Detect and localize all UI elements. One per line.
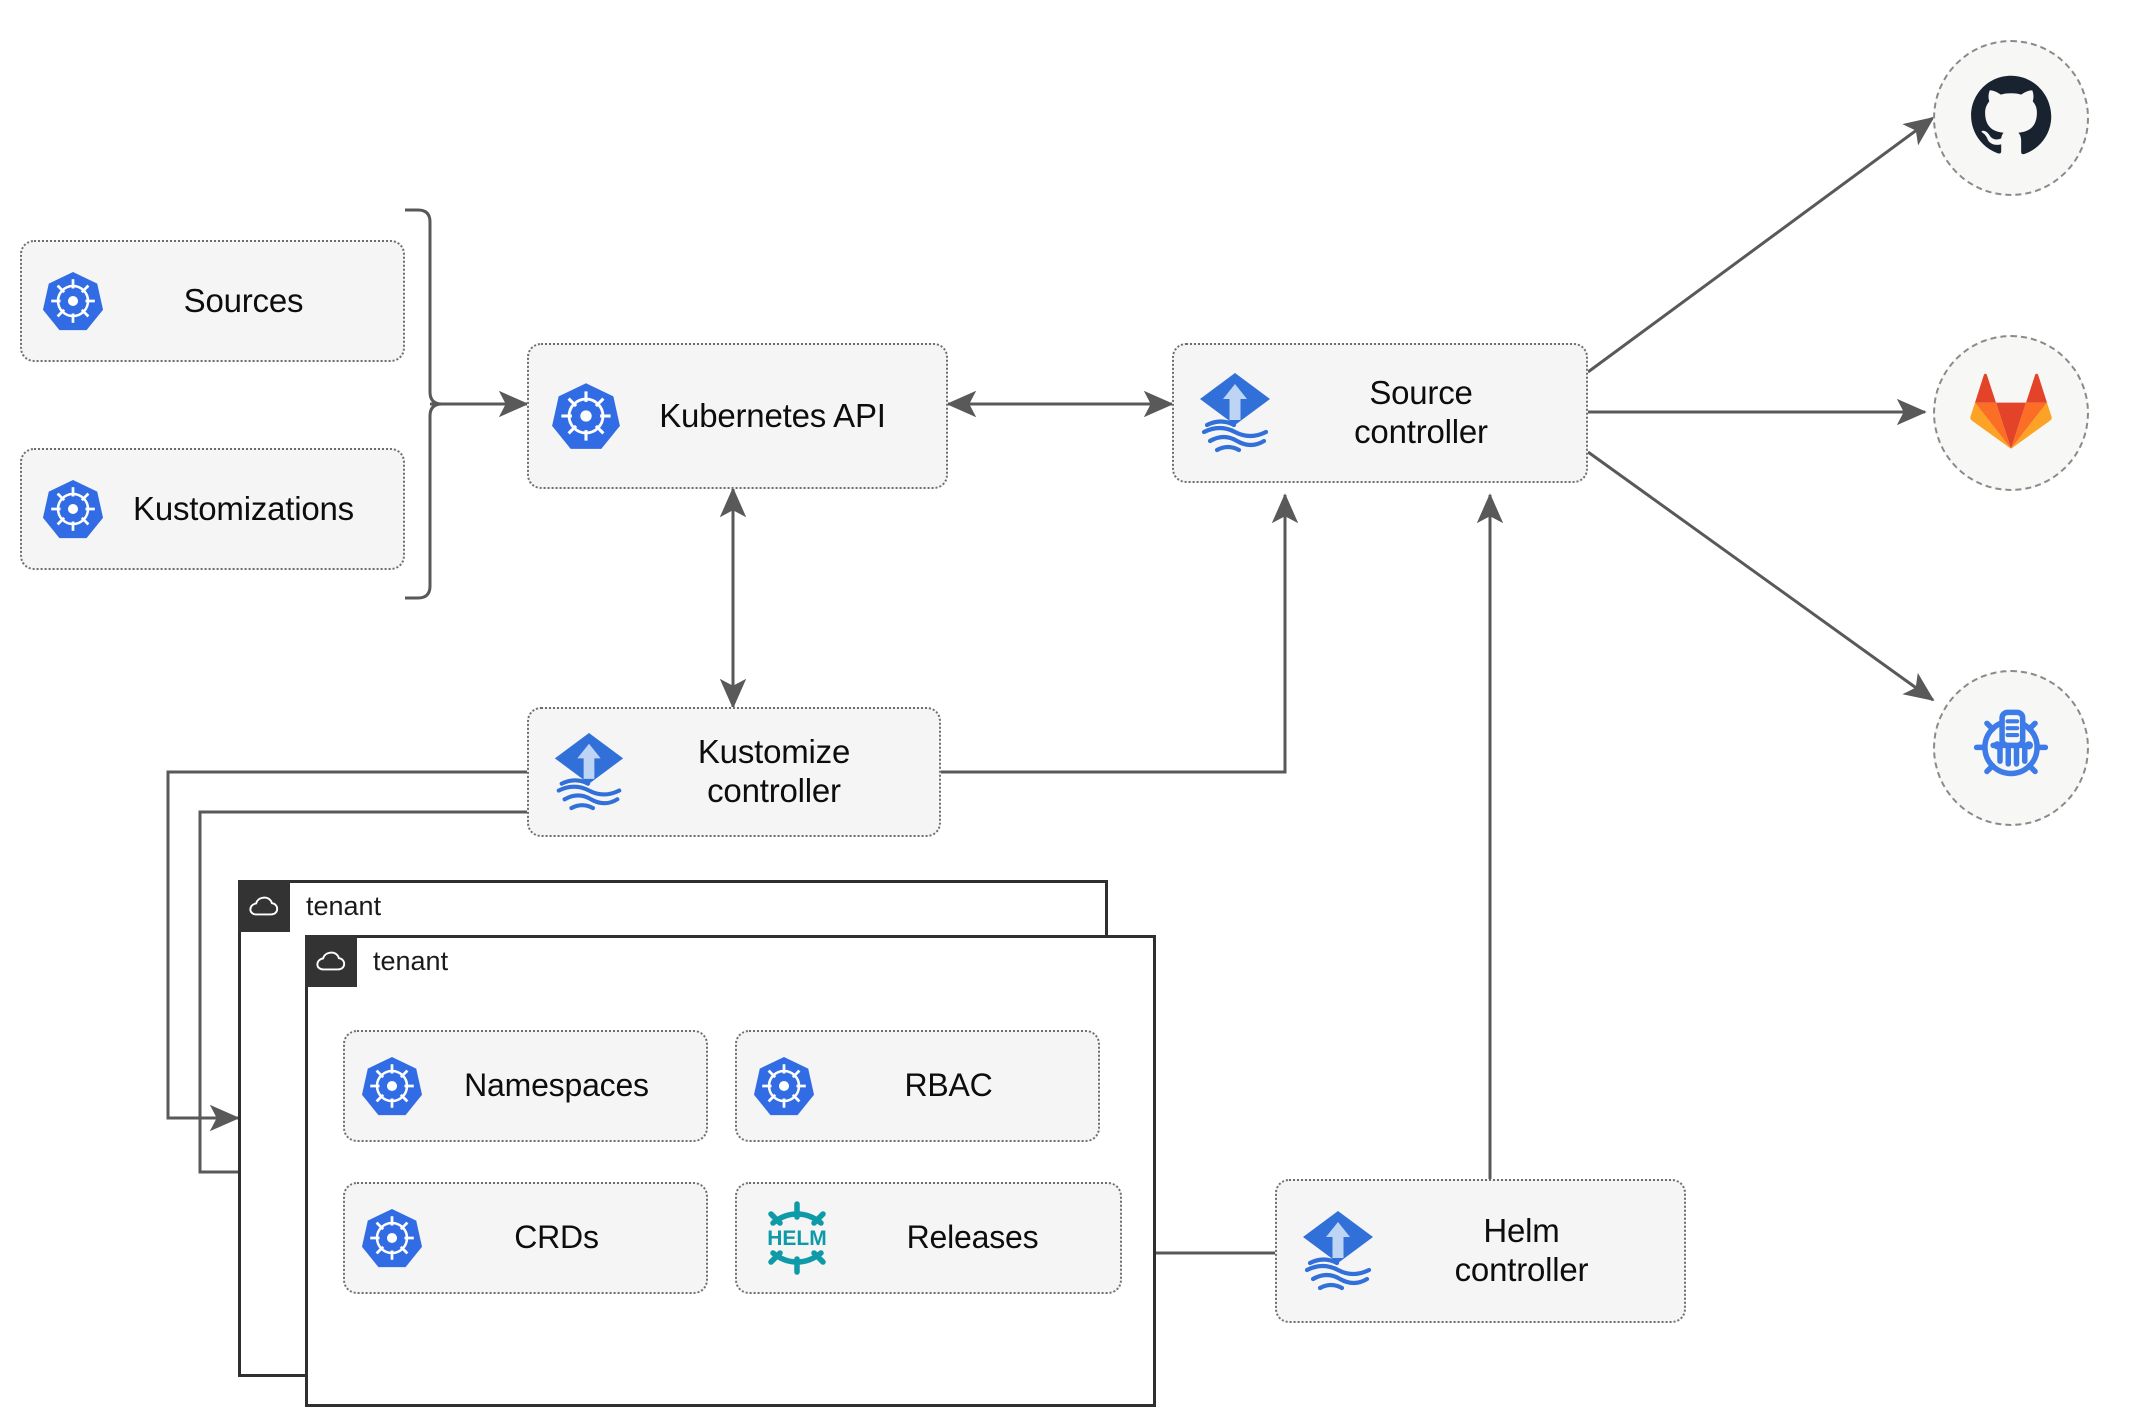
node-kustomize-controller[interactable]: Kustomize controller [527,707,941,837]
kubernetes-icon [361,1055,423,1117]
helm-repository-icon [1967,702,2055,795]
node-rbac[interactable]: RBAC [735,1030,1100,1142]
kubernetes-icon [42,270,104,332]
node-label: Sources [183,281,304,319]
node-label: Namespaces [464,1067,649,1104]
node-helm-controller[interactable]: Helm controller [1275,1179,1686,1323]
node-label: Kubernetes API [659,396,886,434]
helm-icon: HELM [753,1200,841,1276]
node-label: Kustomize controller [697,733,851,809]
gitlab-icon [1970,372,2052,455]
flux-icon [549,730,629,814]
node-kubernetes-api[interactable]: Kubernetes API [527,343,948,489]
flux-icon [1297,1208,1379,1294]
cloud-icon [305,935,357,987]
cloud-icon [238,880,290,932]
tenant-group-front[interactable]: tenant [305,935,1156,1407]
tenant-label: tenant [373,945,449,976]
github-icon [1969,74,2053,163]
node-releases[interactable]: HELM Releases [735,1182,1122,1294]
flux-icon [1194,370,1276,456]
node-label: CRDs [514,1219,599,1256]
node-label: Source controller [1354,374,1488,450]
provider-gitlab[interactable] [1933,335,2089,491]
kubernetes-icon [361,1207,423,1269]
node-sources[interactable]: Sources [20,240,405,362]
tenant-label: tenant [306,890,382,921]
kubernetes-icon [551,381,621,451]
provider-github[interactable] [1933,40,2089,196]
node-namespaces[interactable]: Namespaces [343,1030,708,1142]
tenant-titlebar: tenant [238,880,381,932]
node-kustomizations[interactable]: Kustomizations [20,448,405,570]
edge-bracket-inputs [405,208,443,600]
node-source-controller[interactable]: Source controller [1172,343,1588,483]
kubernetes-icon [42,478,104,540]
edge-source-controller-helmrepo [1587,450,1935,702]
node-label: Helm controller [1454,1212,1589,1288]
node-label: RBAC [904,1067,993,1104]
edge-source-controller-github [1587,116,1935,374]
kubernetes-icon [753,1055,815,1117]
node-label: Releases [906,1219,1039,1256]
provider-helm-repository[interactable] [1933,670,2089,826]
node-crds[interactable]: CRDs [343,1182,708,1294]
tenant-titlebar: tenant [305,935,448,987]
svg-text:HELM: HELM [767,1227,827,1250]
node-label: Kustomizations [133,489,354,527]
edge-kustomize-controller-source-controller [941,493,1299,774]
